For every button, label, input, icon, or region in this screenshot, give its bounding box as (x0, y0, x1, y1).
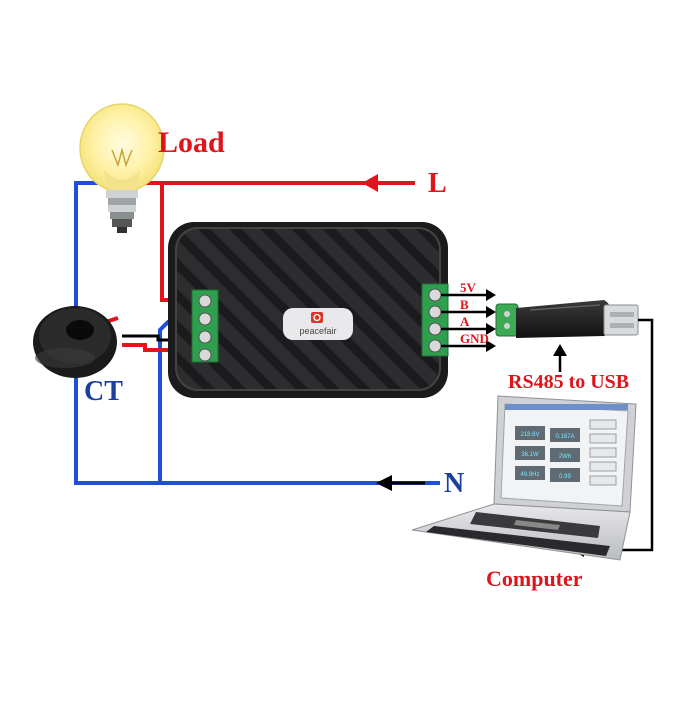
screen-value-text: 2Wh (559, 454, 571, 460)
brand-logo: peacefair (283, 308, 353, 340)
screen-value-text: 218.6V (520, 432, 539, 438)
screen-value-cell (515, 446, 545, 460)
line-label: L (428, 168, 447, 199)
pin-label: GND (460, 331, 489, 346)
arrow-neutral-in (376, 475, 425, 491)
ct-ring (33, 306, 117, 378)
computer-label: Computer (486, 566, 583, 591)
bulb-icon (79, 103, 165, 233)
screen-side-button (589, 447, 617, 458)
screen-side-button (589, 419, 617, 430)
screen-value-text: 36.1W (521, 452, 539, 458)
screen-value-text: 0.167A (555, 434, 574, 440)
left-terminal-block (191, 289, 219, 363)
pin-arrow-head (486, 323, 496, 335)
neutral-label: N (444, 468, 465, 499)
screen-value-cell (515, 426, 545, 440)
arrow-usb-label (553, 344, 567, 372)
usb-label: RS485 to USB (508, 371, 630, 393)
screen-side-button (589, 475, 617, 486)
ct-label: CT (84, 376, 123, 407)
arrow-line-in (362, 174, 410, 192)
pin-arrow-head (486, 306, 496, 318)
pin-label: B (460, 297, 469, 312)
screen-value-cell (550, 468, 580, 482)
power-meter-device: peacefair (168, 222, 449, 398)
laptop-computer: 218.6V 0.167A 36.1W 2Wh 49.9Hz 0.99 (411, 395, 637, 561)
screen-value-text: 0.99 (559, 474, 571, 480)
screen-side-button (589, 433, 617, 444)
load-label: Load (158, 126, 225, 159)
screen-value-cell (550, 428, 580, 442)
pin-arrow-head (486, 289, 496, 301)
screen-value-cell (515, 466, 545, 480)
pin-arrows (441, 289, 496, 352)
screen-side-button (589, 461, 617, 472)
screen-value-cell (550, 448, 580, 462)
brand-text: peacefair (299, 326, 336, 336)
software-window: 218.6V 0.167A 36.1W 2Wh 49.9Hz 0.99 (515, 419, 617, 486)
pin-label: 5V (460, 280, 476, 295)
pin-label: A (460, 314, 470, 329)
rs485-usb-adapter (495, 300, 639, 338)
screen-value-text: 49.9Hz (520, 472, 539, 478)
pin-arrow-head (486, 340, 496, 352)
